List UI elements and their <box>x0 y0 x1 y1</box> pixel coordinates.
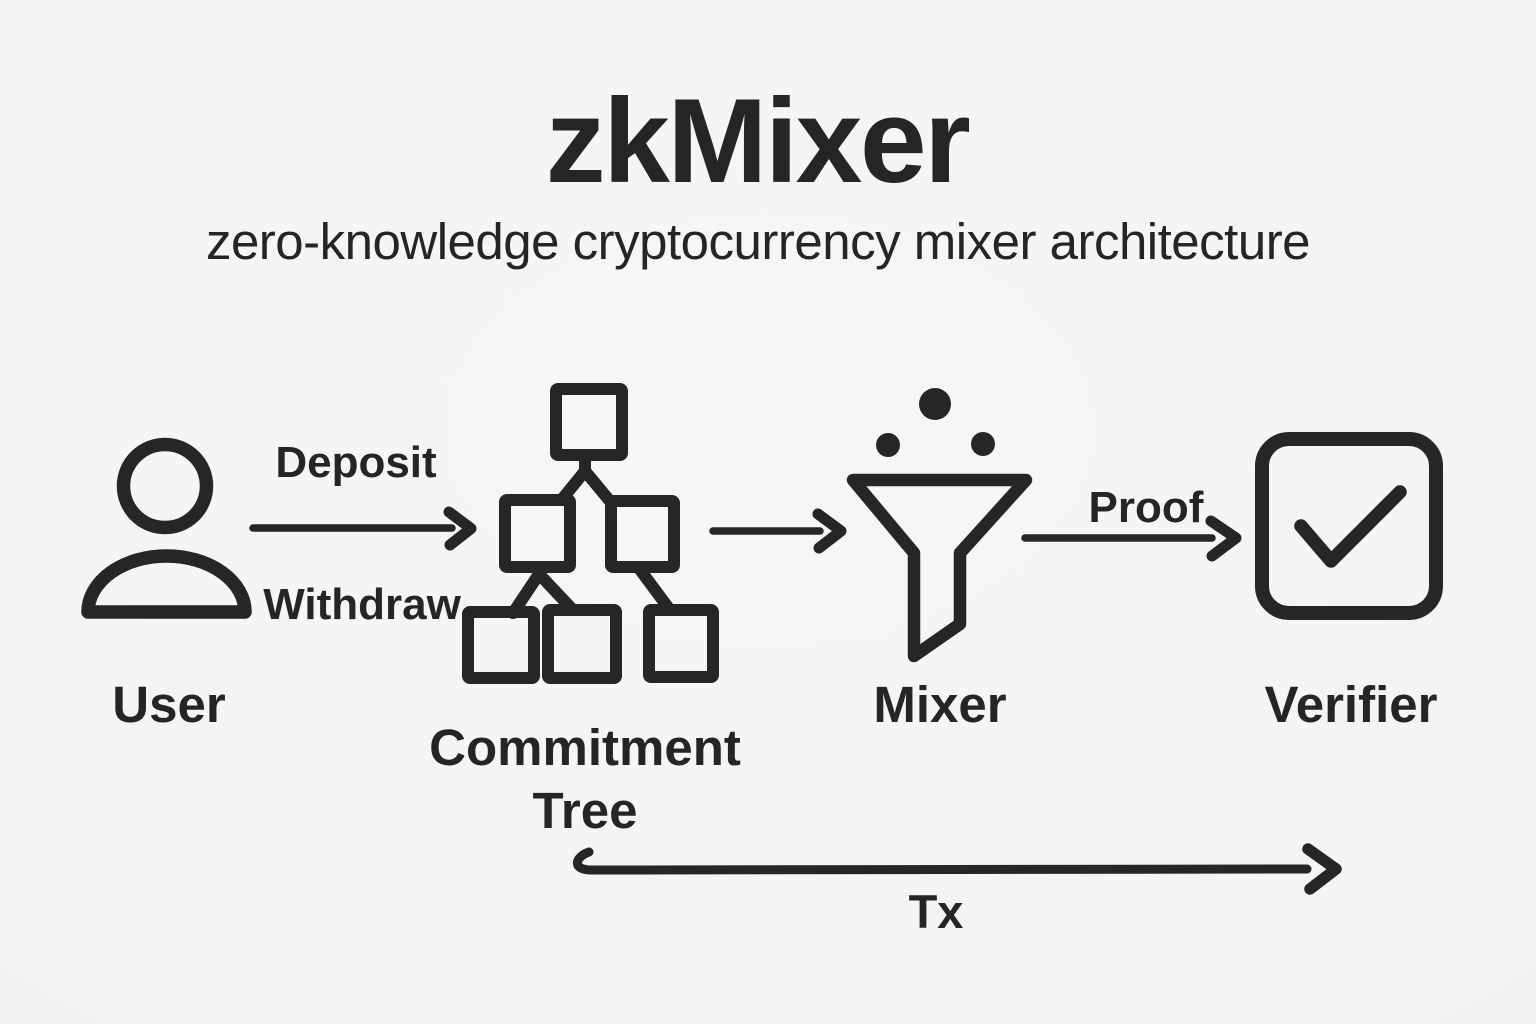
verifier-checkbox-icon <box>1255 432 1443 620</box>
node-label-mixer: Mixer <box>873 676 1007 733</box>
tree-root-node <box>550 383 628 461</box>
funnel-coin-dot-left <box>876 433 900 457</box>
edge-label-deposit: Deposit <box>275 438 437 487</box>
tree-leaf-left-node <box>462 606 540 684</box>
checkbox-frame <box>1255 432 1443 620</box>
funnel-coin-dot-right <box>971 432 995 456</box>
tree-leaf-right-node <box>643 604 719 683</box>
node-label-commitment-tree: Commitment Tree <box>429 719 741 840</box>
tree-branch-right <box>632 561 676 616</box>
commitment-merkle-tree-icon <box>462 383 719 684</box>
person-body-shape <box>81 549 252 619</box>
person-head-circle <box>116 437 214 535</box>
tree-mid-left-node <box>499 494 576 573</box>
deposit-withdraw-arrow <box>249 506 477 551</box>
tree-mid-right-node <box>605 495 680 573</box>
tree-branch-top <box>557 449 615 506</box>
user-person-icon <box>81 437 252 619</box>
node-label-verifier: Verifier <box>1264 676 1438 733</box>
edge-label-proof: Proof <box>1088 483 1204 532</box>
tx-arrow <box>573 843 1342 895</box>
arrow-head <box>1205 515 1242 562</box>
proof-arrow <box>1021 515 1242 562</box>
page-title: zkMixer <box>545 74 971 208</box>
funnel-shape <box>846 473 1033 663</box>
tree-to-mixer-arrow <box>709 508 847 554</box>
funnel-coin-dot-top <box>919 388 951 420</box>
edge-label-withdraw: Withdraw <box>263 580 461 629</box>
tree-branch-left <box>507 561 579 619</box>
arrow-shaft <box>573 847 1312 875</box>
arrow-head <box>443 506 477 551</box>
edge-label-tx: Tx <box>908 885 964 938</box>
mixer-funnel-icon <box>846 388 1033 663</box>
check-icon <box>1294 485 1407 568</box>
node-label-user: User <box>112 676 226 733</box>
arrow-head <box>1302 843 1342 895</box>
page-subtitle: zero-knowledge cryptocurrency mixer arch… <box>205 213 1311 270</box>
tree-leaf-middle-node <box>542 604 622 684</box>
arrow-head <box>812 508 847 554</box>
